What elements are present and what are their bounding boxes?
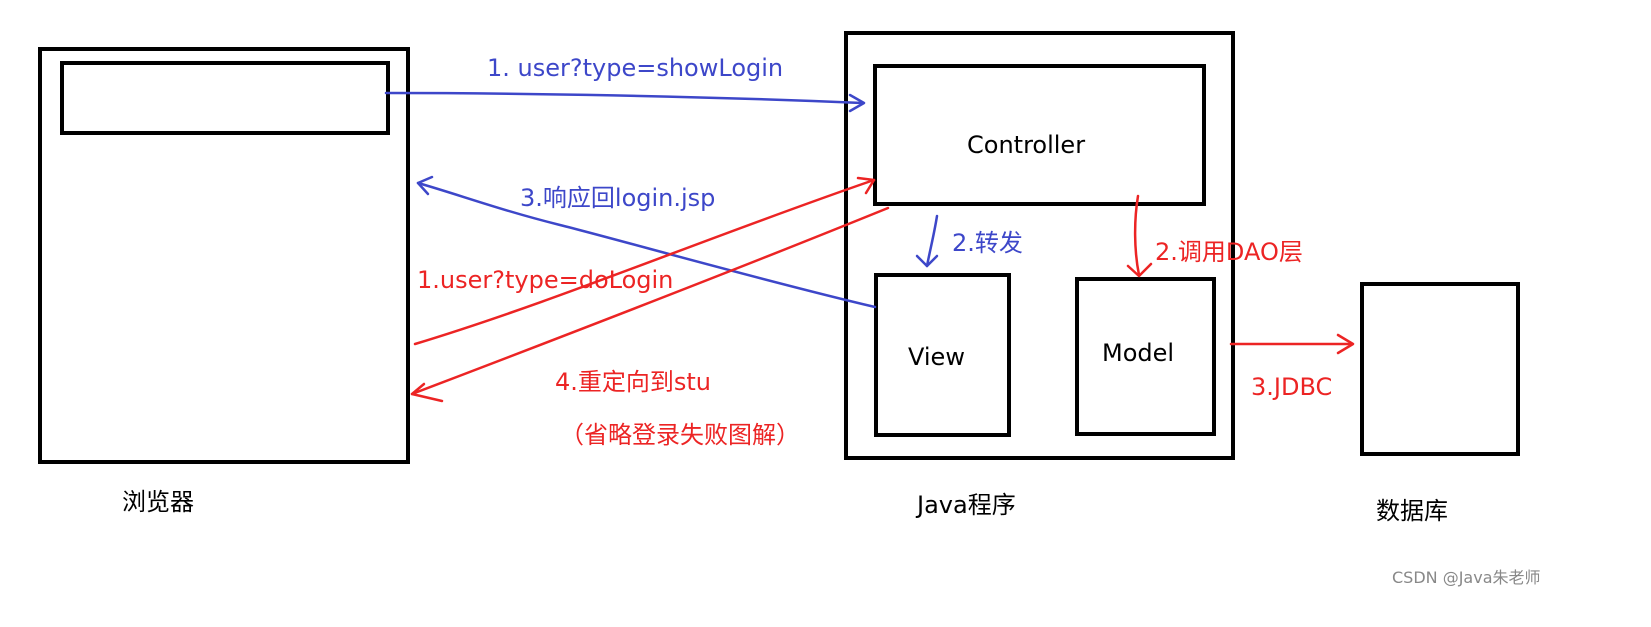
show-login-label: 1. user?type=showLogin <box>487 54 783 82</box>
forward-arrowhead <box>915 254 939 268</box>
call-dao-arrowhead <box>1126 262 1153 278</box>
controller-box <box>873 64 1206 206</box>
forward-label: 2.转发 <box>952 229 1023 257</box>
forward-arrow <box>925 214 939 268</box>
view-box <box>874 273 1011 437</box>
controller-label: Controller <box>967 131 1085 159</box>
view-label: View <box>908 343 965 371</box>
database-box <box>1360 282 1520 456</box>
redirect-stu-arrow <box>410 206 890 396</box>
jdbc-label: 3.JDBC <box>1251 373 1332 401</box>
do-login-label: 1.user?type=doLogin <box>417 266 673 294</box>
browser-address-bar <box>60 61 390 135</box>
jdbc-arrowhead <box>1336 333 1355 355</box>
do-login-arrow <box>413 178 876 346</box>
do-login-arrowhead <box>856 176 876 195</box>
omit-note-label: （省略登录失败图解） <box>560 421 800 449</box>
browser-label: 浏览器 <box>122 488 194 516</box>
show-login-arrowhead <box>848 93 866 113</box>
call-dao-label: 2.调用DAO层 <box>1155 238 1303 266</box>
respond-login-arrow <box>416 181 877 309</box>
model-label: Model <box>1102 339 1174 367</box>
model-box <box>1075 277 1216 436</box>
call-dao-arrow <box>1133 194 1141 277</box>
respond-login-label: 3.响应回login.jsp <box>520 184 715 212</box>
respond-login-arrowhead <box>416 175 434 196</box>
show-login-arrow <box>384 91 864 105</box>
redirect-stu-arrowhead <box>410 382 444 403</box>
java-program-label: Java程序 <box>915 491 1016 519</box>
database-label: 数据库 <box>1376 497 1448 525</box>
watermark: CSDN @Java朱老师 <box>1392 568 1541 587</box>
redirect-stu-label: 4.重定向到stu <box>555 368 711 396</box>
